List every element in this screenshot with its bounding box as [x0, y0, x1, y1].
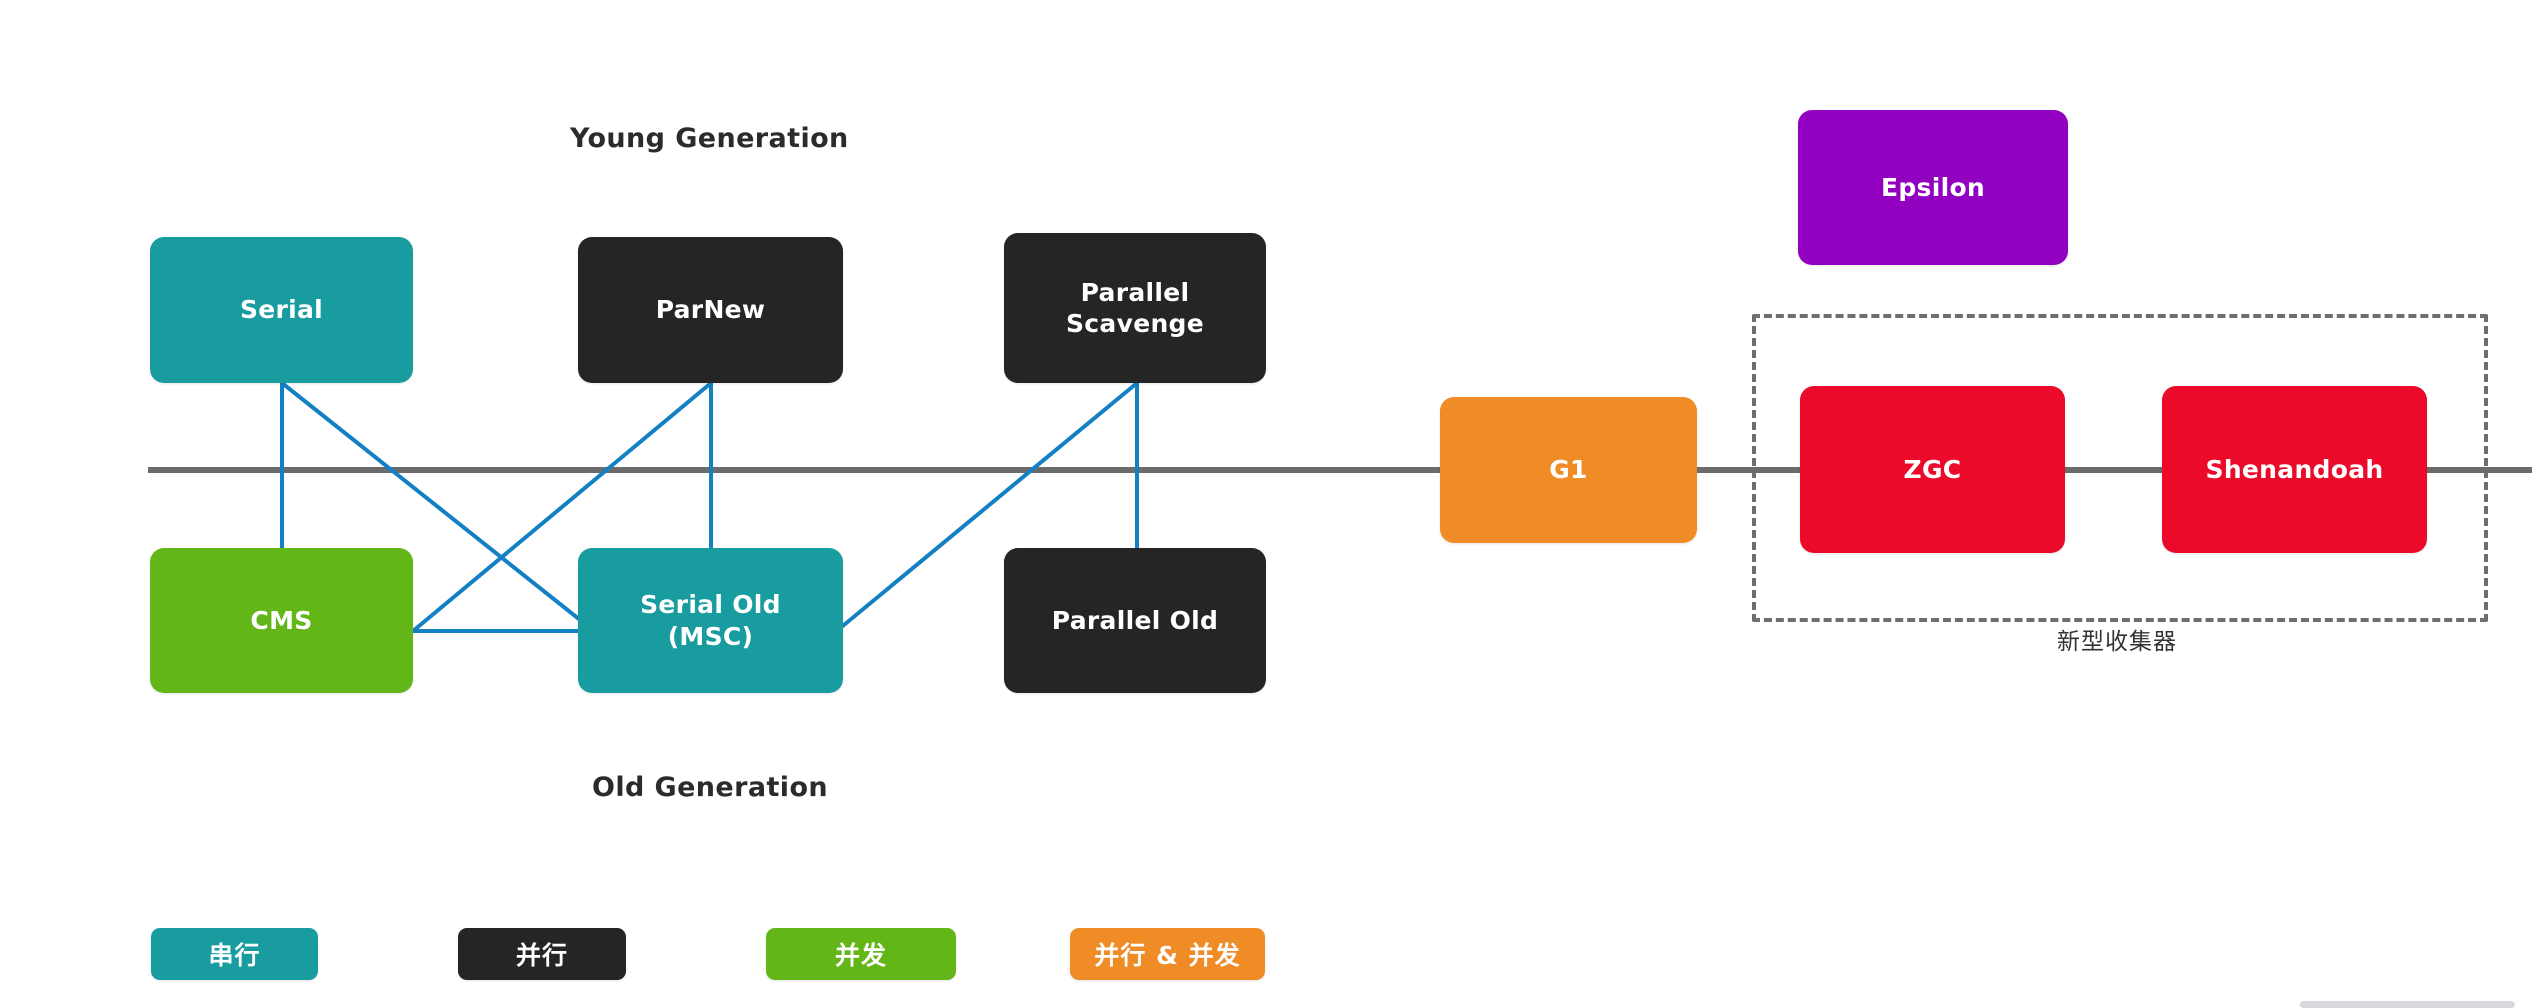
node-zgc-label: ZGC — [1903, 454, 1962, 484]
legend-chip-parallel-label: 并行 — [515, 941, 568, 970]
node-cms[interactable]: CMS — [150, 548, 413, 693]
legend-chip-concurrent-label: 并发 — [834, 941, 887, 970]
node-g1[interactable]: G1 — [1440, 397, 1697, 543]
old-generation-title: Old Generation — [592, 772, 829, 803]
node-cms-label: CMS — [250, 605, 313, 635]
legend-chip-concurrent[interactable]: 并发 — [766, 928, 956, 980]
node-epsilon-label: Epsilon — [1880, 172, 1986, 202]
node-parallel-scavenge[interactable]: Parallel Scavenge — [1004, 233, 1266, 383]
node-parallel-scavenge-label: Parallel Scavenge — [1066, 277, 1204, 338]
node-g1-label: G1 — [1549, 455, 1588, 485]
node-zgc[interactable]: ZGC — [1800, 386, 2065, 553]
new-collectors-group-label: 新型收集器 — [2057, 629, 2177, 655]
node-parallel-old[interactable]: Parallel Old — [1004, 548, 1266, 693]
node-parallel-old-label: Parallel Old — [1051, 605, 1219, 635]
node-shenandoah-label: Shenandoah — [2205, 454, 2384, 484]
node-serial-old-label: Serial Old (MSC) — [640, 590, 781, 651]
node-parnew[interactable]: ParNew — [578, 237, 843, 383]
legend-chip-parallel-and-concurrent[interactable]: 并行 & 并发 — [1070, 928, 1265, 980]
node-serial-old[interactable]: Serial Old (MSC) — [578, 548, 843, 693]
node-epsilon[interactable]: Epsilon — [1798, 110, 2068, 265]
new-collectors-group — [1752, 314, 2488, 622]
legend-chip-serial[interactable]: 串行 — [151, 928, 318, 980]
legend-chip-serial-label: 串行 — [208, 941, 261, 970]
node-serial[interactable]: Serial — [150, 237, 413, 383]
node-shenandoah[interactable]: Shenandoah — [2162, 386, 2427, 553]
horizontal-scrollbar[interactable] — [2300, 1001, 2515, 1008]
young-generation-title: Young Generation — [570, 123, 849, 154]
legend-chip-parallel[interactable]: 并行 — [458, 928, 626, 980]
legend-chip-parallel-and-concurrent-label: 并行 & 并发 — [1094, 941, 1241, 970]
node-serial-label: Serial — [239, 295, 324, 325]
node-parnew-label: ParNew — [655, 295, 766, 325]
